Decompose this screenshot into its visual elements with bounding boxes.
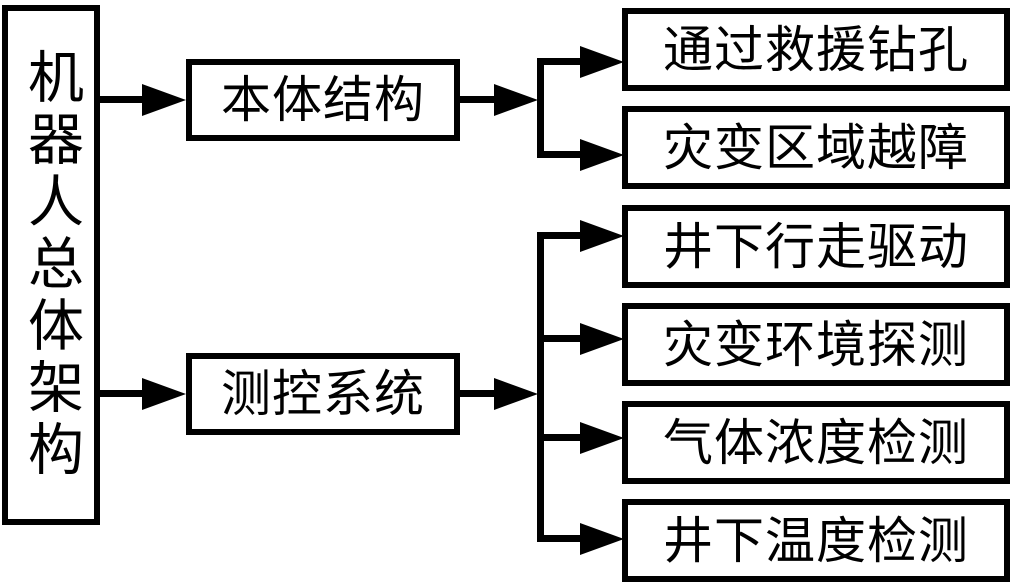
- connector-root-to-body: [100, 96, 144, 103]
- node-body-structure-label: 本体结构: [221, 71, 425, 129]
- node-leaf-underground-drive[interactable]: 井下行走驱动: [622, 205, 1010, 288]
- node-leaf-disaster-obstacle-label: 灾变区域越障: [663, 118, 969, 177]
- arrowhead-bus-to-leaf-5: [580, 523, 624, 555]
- connector-bus-to-leaf-4: [537, 434, 585, 441]
- arrowhead-bus-to-leaf-0: [580, 46, 624, 78]
- connector-bus-to-leaf-2: [537, 232, 585, 239]
- connector-bus-to-leaf-5: [537, 535, 585, 542]
- arrowhead-bus-to-leaf-4: [580, 422, 624, 454]
- node-leaf-disaster-environment-detect[interactable]: 灾变环境探测: [622, 303, 1010, 386]
- node-leaf-underground-temperature-detect-label: 井下温度检测: [663, 511, 969, 570]
- node-root-architecture[interactable]: 机器人总体架构: [2, 5, 100, 525]
- connector-control-to-bus: [460, 390, 496, 397]
- node-leaf-gas-concentration-detect-label: 气体浓度检测: [663, 413, 969, 472]
- connector-bus-to-leaf-0: [537, 58, 585, 65]
- connector-bus-to-leaf-1: [537, 151, 585, 158]
- arrowhead-root-to-control: [142, 378, 186, 410]
- node-leaf-disaster-obstacle[interactable]: 灾变区域越障: [622, 106, 1010, 189]
- arrowhead-body-to-bus: [494, 84, 538, 116]
- node-leaf-underground-temperature-detect[interactable]: 井下温度检测: [622, 499, 1010, 582]
- node-body-structure[interactable]: 本体结构: [186, 59, 460, 141]
- node-leaf-rescue-borehole[interactable]: 通过救援钻孔: [622, 8, 1010, 91]
- arrowhead-root-to-body: [142, 84, 186, 116]
- connector-root-to-control: [100, 390, 144, 397]
- node-control-system[interactable]: 测控系统: [186, 353, 460, 435]
- connector-bus-to-leaf-3: [537, 335, 585, 342]
- node-control-system-label: 测控系统: [221, 365, 425, 423]
- connector-body-to-bus: [460, 96, 496, 103]
- arrowhead-bus-to-leaf-1: [580, 139, 624, 171]
- node-leaf-rescue-borehole-label: 通过救援钻孔: [663, 20, 969, 79]
- node-root-label: 机器人总体架构: [18, 48, 84, 482]
- node-leaf-gas-concentration-detect[interactable]: 气体浓度检测: [622, 401, 1010, 484]
- arrowhead-control-to-bus: [494, 378, 538, 410]
- node-leaf-disaster-environment-detect-label: 灾变环境探测: [663, 315, 969, 374]
- node-leaf-underground-drive-label: 井下行走驱动: [663, 217, 969, 276]
- bus-line-control: [537, 232, 544, 542]
- arrowhead-bus-to-leaf-2: [580, 220, 624, 252]
- arrowhead-bus-to-leaf-3: [580, 323, 624, 355]
- bus-line-body: [537, 58, 544, 158]
